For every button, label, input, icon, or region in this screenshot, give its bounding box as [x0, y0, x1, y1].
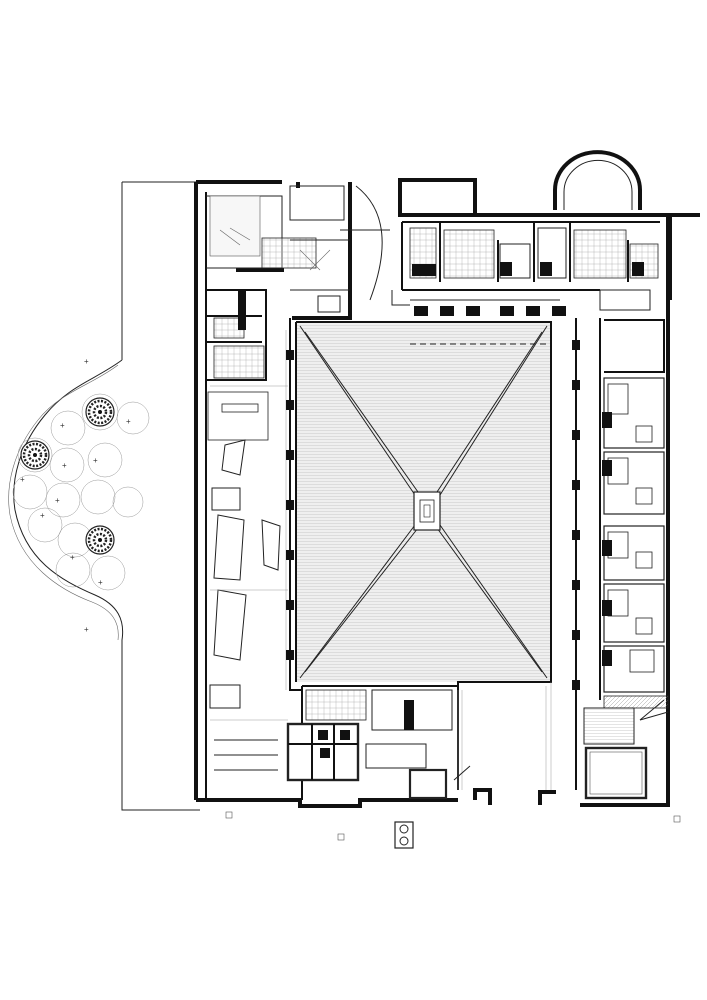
svg-text:+: + [55, 496, 60, 505]
guest-room-2 [603, 451, 665, 515]
guest-room-1 [603, 377, 665, 449]
svg-text:+: + [84, 357, 89, 366]
east-bathroom-blocks [602, 412, 612, 666]
svg-text:+: + [70, 553, 75, 562]
svg-text:+: + [20, 475, 25, 484]
south-block [225, 685, 471, 849]
exterior-markers [639, 711, 681, 823]
west-windows [286, 350, 294, 660]
planting-rings [12, 393, 150, 591]
light-markers: + + + + + + + + + + + [20, 357, 131, 634]
courtyard-fountain [413, 491, 441, 531]
svg-text:+: + [126, 417, 131, 426]
north-arcade [414, 306, 566, 316]
north-wing [391, 221, 660, 316]
west-wing [205, 192, 302, 800]
garden: + + + + + + + + + + + [12, 357, 150, 634]
guest-room-3 [603, 525, 665, 581]
north-apse [553, 150, 642, 210]
north-west-block [261, 185, 390, 313]
svg-text:+: + [98, 578, 103, 587]
building-outline [194, 178, 700, 808]
tree-south [85, 525, 115, 555]
guest-room-6 [603, 695, 669, 709]
guest-room-5 [603, 645, 665, 693]
tree-north [85, 397, 115, 427]
svg-text:+: + [93, 456, 98, 465]
guest-room-4 [603, 583, 665, 643]
east-windows [572, 340, 580, 690]
east-wing [572, 318, 669, 800]
courtyard [295, 321, 552, 790]
svg-text:+: + [62, 461, 67, 470]
svg-text:+: + [40, 511, 45, 520]
tree-west [20, 440, 50, 470]
svg-text:+: + [60, 421, 65, 430]
svg-text:+: + [84, 625, 89, 634]
site-boundary [8, 181, 200, 811]
